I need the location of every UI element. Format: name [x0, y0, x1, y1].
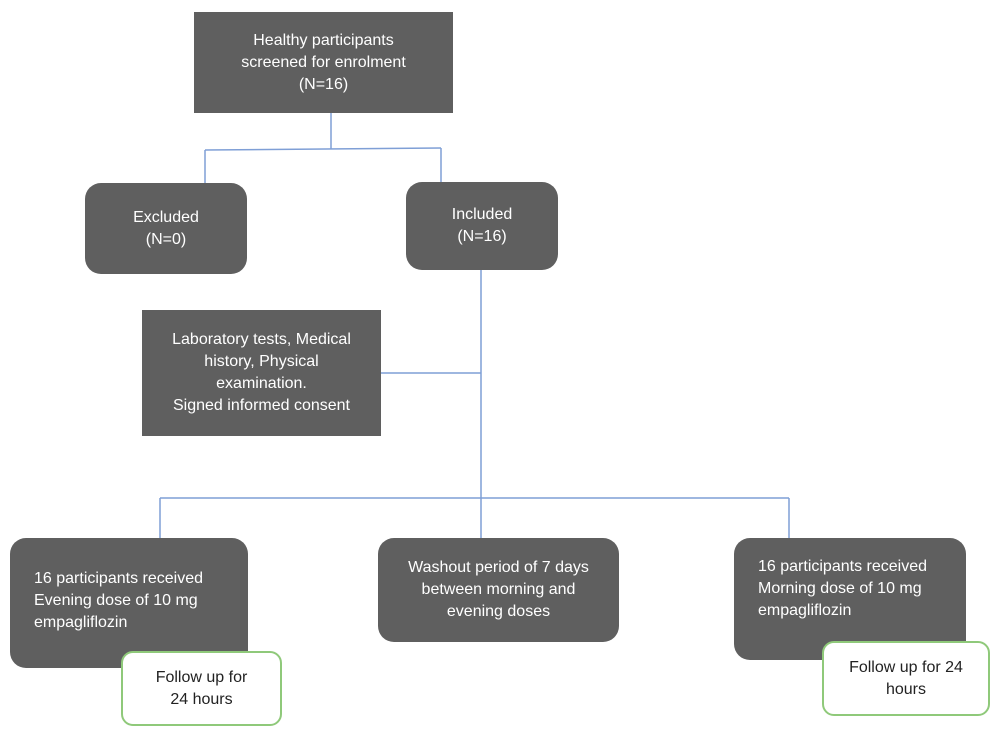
screened-line-2: screened for enrolment: [241, 53, 406, 71]
evening-dose-box: 16 participants received Evening dose of…: [10, 538, 248, 668]
screened-line-1: Healthy participants: [253, 31, 394, 49]
screened-box: Healthy participants screened for enrolm…: [194, 12, 453, 113]
excluded-box: Excluded (N=0): [85, 183, 247, 274]
morning-line-3: empagliflozin: [758, 602, 852, 619]
morning-line-1: 16 participants received: [758, 558, 927, 575]
assessment-line-4: Signed informed consent: [173, 397, 350, 414]
assessment-line-2: history, Physical: [204, 353, 319, 370]
evening-line-3: empagliflozin: [34, 614, 128, 631]
morning-line-2: Morning dose of 10 mg: [758, 580, 922, 597]
evening-line-1: 16 participants received: [34, 570, 203, 587]
followup-left-line-1: Follow up for: [155, 668, 248, 686]
screened-line-3: (N=16): [298, 75, 349, 93]
washout-line-1: Washout period of 7 days: [408, 559, 589, 576]
washout-box: Washout period of 7 days between morning…: [378, 538, 619, 642]
followup-right-line-1: Follow up for 24: [849, 658, 963, 676]
assessment-line-1: Laboratory tests, Medical: [172, 331, 351, 348]
included-line-1: Included: [451, 206, 513, 223]
followup-right-line-2: hours: [885, 680, 927, 698]
followup-right-box: Follow up for 24 hours: [822, 641, 990, 716]
connector-split-horizontal: [204, 147, 442, 151]
included-box: Included (N=16): [406, 182, 558, 270]
washout-line-2: between morning and: [421, 581, 576, 598]
assessment-line-3: examination.: [216, 375, 307, 392]
excluded-line-1: Excluded: [133, 208, 199, 226]
excluded-line-2: (N=0): [145, 230, 187, 248]
morning-dose-box: 16 participants received Morning dose of…: [734, 538, 966, 660]
followup-left-box: Follow up for 24 hours: [121, 651, 282, 726]
included-line-2: (N=16): [457, 228, 507, 245]
followup-left-line-2: 24 hours: [170, 690, 233, 708]
washout-line-3: evening doses: [446, 603, 551, 620]
assessment-box: Laboratory tests, Medical history, Physi…: [142, 310, 381, 436]
evening-line-2: Evening dose of 10 mg: [34, 592, 198, 609]
